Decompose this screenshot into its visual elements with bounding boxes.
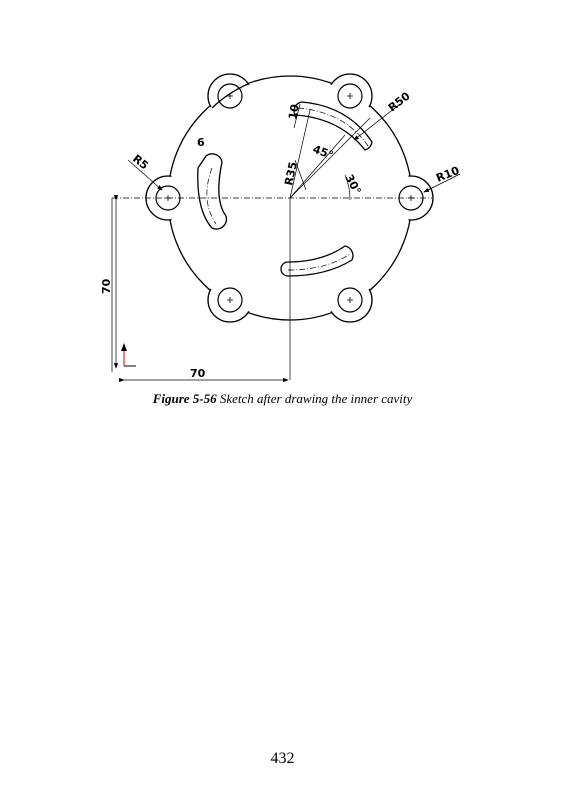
center-lines xyxy=(112,107,432,271)
dimension-lines xyxy=(113,195,289,383)
page-number: 432 xyxy=(270,750,295,767)
bolt-holes xyxy=(155,83,424,313)
figure-caption: Figure 5-56 Sketch after drawing the inn… xyxy=(0,391,565,407)
caption-label: Figure 5-56 xyxy=(152,391,217,406)
slots xyxy=(197,101,373,277)
dim-r35: R35 xyxy=(282,161,300,187)
dim-70-vertical: 70 xyxy=(100,278,113,294)
dim-r5: R5 xyxy=(130,152,151,172)
sketch-drawing: R5 R10 R35 R50 10 6 45° 30° 70 70 xyxy=(100,73,461,383)
leaders xyxy=(127,103,461,193)
dim-70-horizontal: 70 xyxy=(190,367,206,380)
origin-axes xyxy=(121,343,136,367)
dim-r50: R50 xyxy=(386,89,413,114)
dim-10: 10 xyxy=(286,103,302,121)
dim-r10: R10 xyxy=(434,164,461,185)
caption-text: Sketch after drawing the inner cavity xyxy=(219,391,413,406)
dim-6: 6 xyxy=(197,136,205,149)
